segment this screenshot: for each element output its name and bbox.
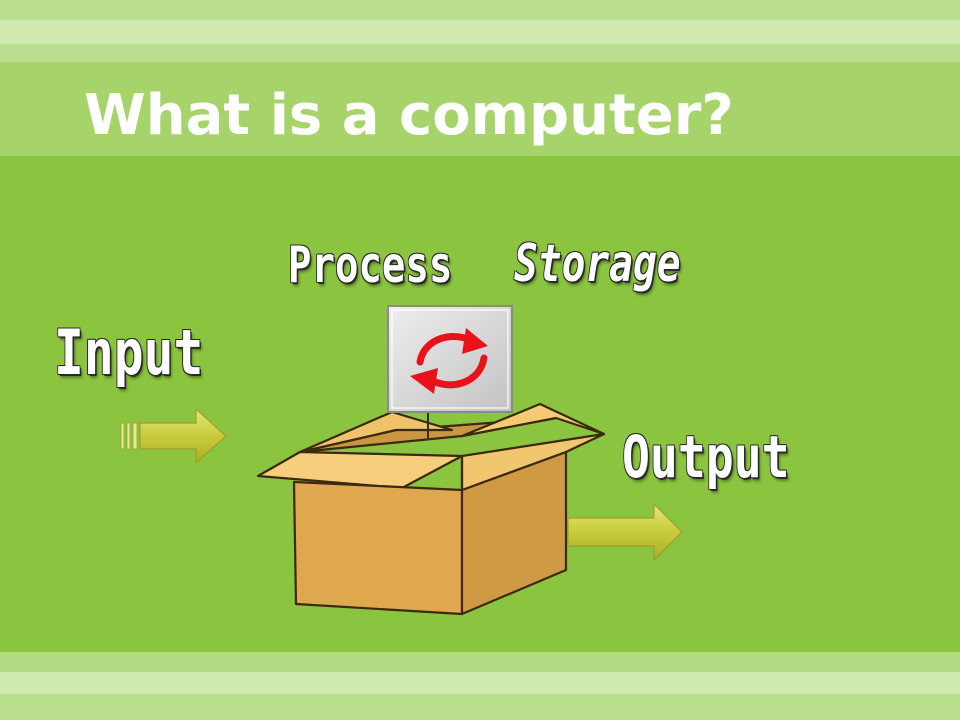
input-arrow-icon xyxy=(120,407,227,465)
open-box-icon xyxy=(256,402,606,616)
bottom-band-2 xyxy=(0,672,960,694)
bottom-band-1 xyxy=(0,652,960,672)
top-band-2 xyxy=(0,20,960,44)
cycle-arrows-icon xyxy=(387,305,513,413)
top-band-3 xyxy=(0,44,960,62)
title-band xyxy=(0,62,960,156)
top-band-1 xyxy=(0,0,960,20)
process-label: Process xyxy=(288,236,453,294)
bottom-band-3 xyxy=(0,694,960,720)
input-label: Input xyxy=(54,316,204,389)
output-label: Output xyxy=(622,423,790,491)
storage-label: Storage xyxy=(514,234,681,294)
slide-title: What is a computer? xyxy=(84,83,734,148)
output-arrow-icon xyxy=(567,502,683,562)
